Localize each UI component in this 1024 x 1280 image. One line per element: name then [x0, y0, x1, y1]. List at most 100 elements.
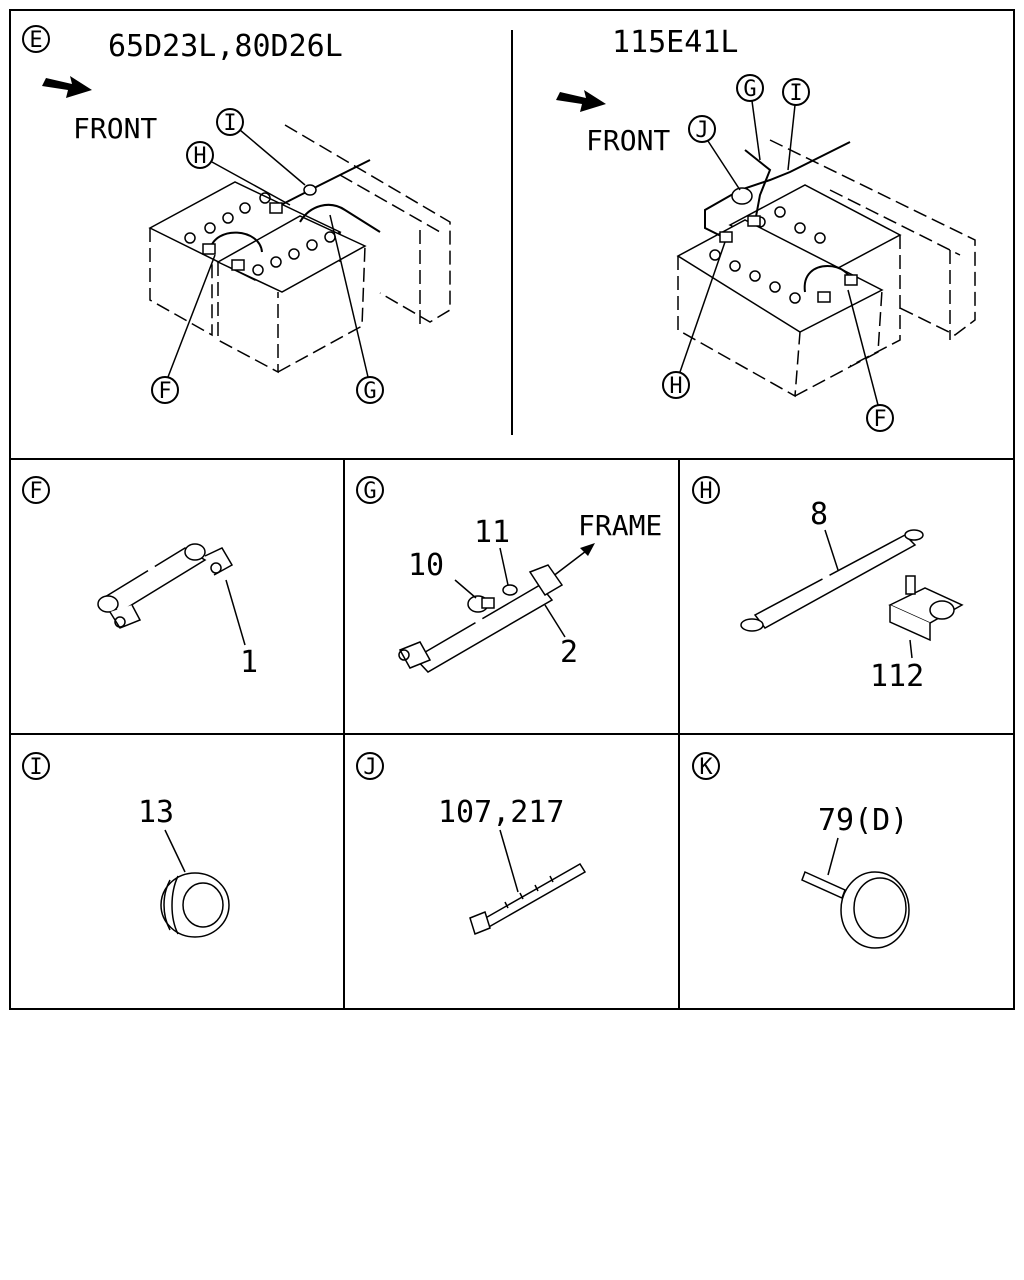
panel-letter: I — [29, 755, 42, 780]
part-number-107-217: 107,217 — [438, 795, 564, 830]
callout-circle — [782, 78, 810, 106]
grommet — [303, 184, 317, 196]
leader-line — [499, 547, 509, 586]
terminal — [844, 274, 858, 286]
panel-marker — [22, 752, 50, 780]
panel-g: G FRAME 10 11 2 — [356, 476, 662, 673]
tie-tooth — [534, 884, 539, 892]
panel-h: H 8 112 — [692, 476, 964, 694]
leader-line — [225, 579, 246, 646]
terminal-end — [97, 595, 119, 613]
leader-line — [499, 829, 519, 893]
callout-circle — [866, 404, 894, 432]
part-number-1: 1 — [240, 645, 258, 680]
tie-tooth — [519, 892, 524, 900]
grommet-ridge — [163, 879, 171, 931]
battery-front — [216, 215, 367, 374]
frame-rail-edge — [829, 189, 961, 256]
tie-tooth — [549, 875, 554, 883]
bolt-thread — [481, 597, 495, 609]
part-number-10: 10 — [408, 548, 444, 583]
terminal — [202, 243, 216, 255]
callout-i: I — [223, 111, 236, 136]
terminal-bolt — [398, 649, 410, 661]
part-number-8: 8 — [810, 497, 828, 532]
cable-break — [145, 561, 163, 585]
clamp — [204, 547, 234, 576]
callout-circle — [151, 376, 179, 404]
panel-letter: G — [363, 479, 376, 504]
callout-circle — [688, 115, 716, 143]
panel-f: F 1 — [22, 476, 258, 680]
callout-g: G — [743, 77, 756, 102]
part-number-13: 13 — [138, 795, 174, 830]
tie-tooth — [504, 901, 509, 909]
leader-line — [824, 529, 839, 571]
callout-circle — [356, 376, 384, 404]
leader-line — [909, 639, 913, 659]
panel-marker — [692, 476, 720, 504]
front-arrow-icon — [556, 90, 606, 112]
callout-circle — [662, 371, 690, 399]
diagram-frame — [9, 9, 1015, 1010]
part-number-11: 11 — [474, 515, 510, 550]
callout-circle — [216, 108, 244, 136]
frame-rail — [284, 124, 451, 323]
leader-line — [787, 104, 796, 171]
washer-11 — [502, 584, 518, 596]
callout-h: H — [669, 374, 682, 399]
terminal — [719, 231, 733, 243]
callout-h: H — [193, 144, 206, 169]
clamp-bolt — [210, 562, 222, 574]
cable-tie — [480, 862, 587, 930]
panel-letter: J — [363, 755, 376, 780]
model-title: 65D23L,80D26L — [108, 29, 343, 64]
grommet-hole — [182, 882, 224, 928]
leader-line — [454, 579, 477, 599]
ring-terminal — [904, 529, 924, 541]
top-right-section: 115E41L FRONT G I — [556, 25, 976, 432]
cable-h — [274, 159, 371, 209]
leader-line — [751, 100, 761, 161]
leader-line — [164, 829, 186, 873]
grommet-ridge — [171, 875, 179, 935]
terminal-end — [398, 641, 432, 669]
leader-line — [211, 161, 291, 206]
panel-marker — [356, 476, 384, 504]
callout-f: F — [873, 407, 886, 432]
callout-g: G — [363, 379, 376, 404]
clamp-strap — [801, 870, 846, 900]
leader-line — [167, 254, 216, 378]
terminal — [817, 291, 831, 303]
section-marker — [22, 25, 50, 53]
panel-i: I 13 — [22, 752, 230, 938]
cable-tie-head — [469, 911, 491, 935]
cable-g — [299, 203, 381, 233]
frame-label: FRAME — [578, 509, 662, 542]
terminal-clamp-side — [889, 605, 931, 642]
callout-j: J — [695, 118, 708, 143]
top-left-section: E 65D23L,80D26L FRONT — [22, 25, 451, 404]
grommet-right — [731, 187, 753, 205]
callout-f: F — [158, 379, 171, 404]
frame-rail-right — [769, 139, 976, 336]
leader-line — [239, 129, 306, 186]
leader-line — [679, 241, 726, 373]
cable-break — [818, 567, 836, 591]
leader-line — [329, 214, 369, 378]
clamp-bolt — [114, 616, 126, 628]
panel-letter-k: K — [699, 755, 713, 780]
panel-j: J 107,217 — [356, 752, 587, 935]
front-label-right: FRONT — [586, 124, 670, 157]
frame-bracket — [528, 564, 564, 597]
clamp-inner — [853, 877, 907, 939]
terminal — [269, 202, 283, 214]
terminal — [747, 215, 761, 227]
panel-letter: F — [29, 479, 42, 504]
panel-marker — [356, 752, 384, 780]
panel-k: K 79(D) — [692, 752, 910, 949]
arrow-icon — [580, 543, 595, 556]
part-number-112: 112 — [870, 659, 924, 694]
panel-marker — [22, 476, 50, 504]
